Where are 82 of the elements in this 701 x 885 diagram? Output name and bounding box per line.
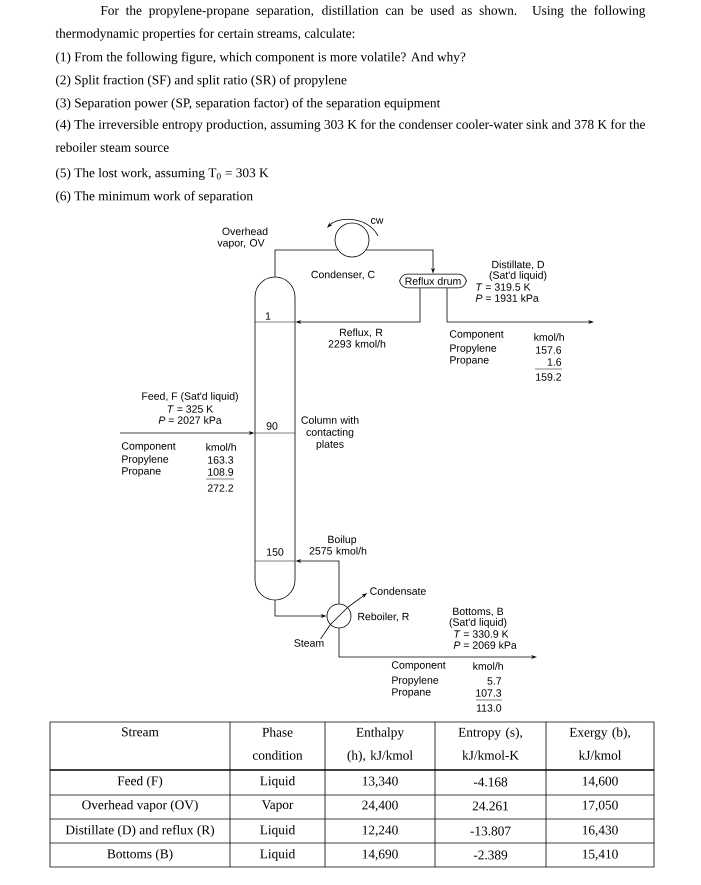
equipment-label: Condenser, C (311, 270, 375, 280)
table-cell: 24.261 (472, 802, 508, 810)
flow-value: 163.3 (208, 456, 234, 464)
table-header: Phase condition (252, 727, 302, 760)
table-header: Exergy (b), kJ/kmol (570, 727, 630, 760)
table-cell: 14,690 (362, 850, 398, 860)
stream-condition: (Sat'd liquid) (450, 618, 506, 628)
question-text: (4) The irreversible entropy production, assuming 303 K for the condenser cooler-water sink and 378 K for the reboiler steam source (56, 119, 645, 152)
table-cell: -2.389 (474, 850, 508, 860)
plate-number: 150 (267, 548, 284, 556)
table-cell: 24,400 (362, 800, 398, 812)
flow-total: 272.2 (208, 484, 234, 492)
equipment-label: Reboiler, R (358, 612, 409, 622)
table-cell: -4.168 (474, 778, 508, 787)
edge-label: Reflux, R 2293 kmol/h (328, 328, 386, 348)
flow-line (274, 250, 338, 277)
component-name: Propylene (122, 455, 168, 465)
flow-total: 113.0 (476, 704, 502, 712)
table-cell: Liquid (260, 824, 296, 838)
stream-condition: T = 325 K (168, 405, 214, 413)
plate-number: 90 (266, 422, 278, 430)
reflux-drum: Reflux drum (399, 274, 467, 288)
condenser-symbol (334, 222, 370, 258)
distillation-column (254, 276, 296, 600)
table-cell: 17,050 (582, 800, 618, 812)
column-label: Column with contacting plates (301, 416, 358, 450)
table-header: Entropy (s), kJ/kmol-K (458, 727, 522, 760)
question-text: (6) The minimum work of separation (56, 190, 253, 204)
paragraph-text: For the propylene-propane separation, distillation can be used as shown. Using the following thermodynamic properties for certain streams, calculate: (56, 5, 646, 41)
table-cell: 16,430 (582, 826, 618, 836)
column-heading: Component (122, 442, 176, 452)
component-name: Propylene (392, 676, 438, 686)
stream-condition: P = 2027 kPa (158, 416, 222, 424)
flow-value: 108.9 (208, 468, 234, 476)
utility-label: Condensate (370, 587, 426, 595)
component-name: Propane (392, 688, 431, 698)
column-heading: Component (450, 330, 504, 340)
stream-condition: Bottoms, B (453, 608, 504, 616)
component-name: Propane (122, 467, 161, 477)
table-cell: 13,340 (362, 776, 398, 788)
table-cell: Bottoms (B) (107, 848, 172, 862)
flow-value: 107.3 (476, 689, 502, 697)
flow-value: 5.7 (487, 677, 502, 685)
component-name: Propane (450, 356, 489, 366)
question-text: (3) Separation power (SP, separation factor) of the separation equipment (56, 98, 440, 110)
component-name: Propylene (450, 344, 496, 354)
table-cell: Liquid (260, 776, 296, 788)
table-cell: -13.807 (470, 826, 511, 836)
column-heading: kmol/h (206, 443, 236, 451)
stream-condition: T = 330.9 K (454, 630, 508, 638)
table-cell: Distillate (D) and reflux (R) (66, 824, 214, 838)
coolant-label: cw (371, 218, 384, 224)
flow-total: 159.2 (536, 373, 562, 381)
table-header: Enthalpy (h), kJ/kmol (348, 727, 413, 762)
column-heading: kmol/h (473, 662, 503, 670)
table-cell: Overhead vapor (OV) (82, 800, 198, 812)
table-cell: 15,410 (582, 850, 618, 860)
flow-value: 1.6 (548, 358, 562, 366)
column-heading: kmol/h (534, 333, 564, 341)
reboiler-symbol (326, 604, 352, 628)
stream-condition: Distillate, D (492, 260, 544, 270)
flow-value: 157.6 (536, 346, 562, 354)
edge-label: Overhead vapor, OV (217, 227, 268, 249)
stream-condition: T = 319.5 K (476, 283, 530, 291)
flow-line (320, 624, 331, 640)
table-cell: Feed (F) (118, 776, 162, 788)
stream-condition: Feed, F (Sat'd liquid) (142, 392, 238, 402)
stream-condition: P = 1931 kPa (476, 294, 539, 302)
question-text: (2) Split fraction (SF) and split ratio (SR) of propylene (56, 74, 346, 88)
edge-label: Boilup 2575 kmol/h (310, 535, 366, 555)
table-cell: 12,240 (362, 826, 398, 836)
table-cell: Vapor (262, 800, 294, 812)
column-heading: Component (392, 661, 446, 671)
question-text: (5) The lost work, assuming T$_{0}$ = 303 K (56, 168, 268, 180)
stream-condition: (Sat'd liquid) (490, 271, 546, 281)
question-text: (1) From the following figure, which component is more volatile? And why? (56, 52, 466, 64)
utility-label: Steam (294, 639, 324, 647)
stream-condition: P = 2069 kPa (454, 641, 517, 649)
table-header: Stream (122, 727, 159, 736)
table-cell: Liquid (260, 848, 296, 862)
table-cell: 14,600 (582, 776, 618, 788)
plate-number: 1 (266, 312, 270, 320)
